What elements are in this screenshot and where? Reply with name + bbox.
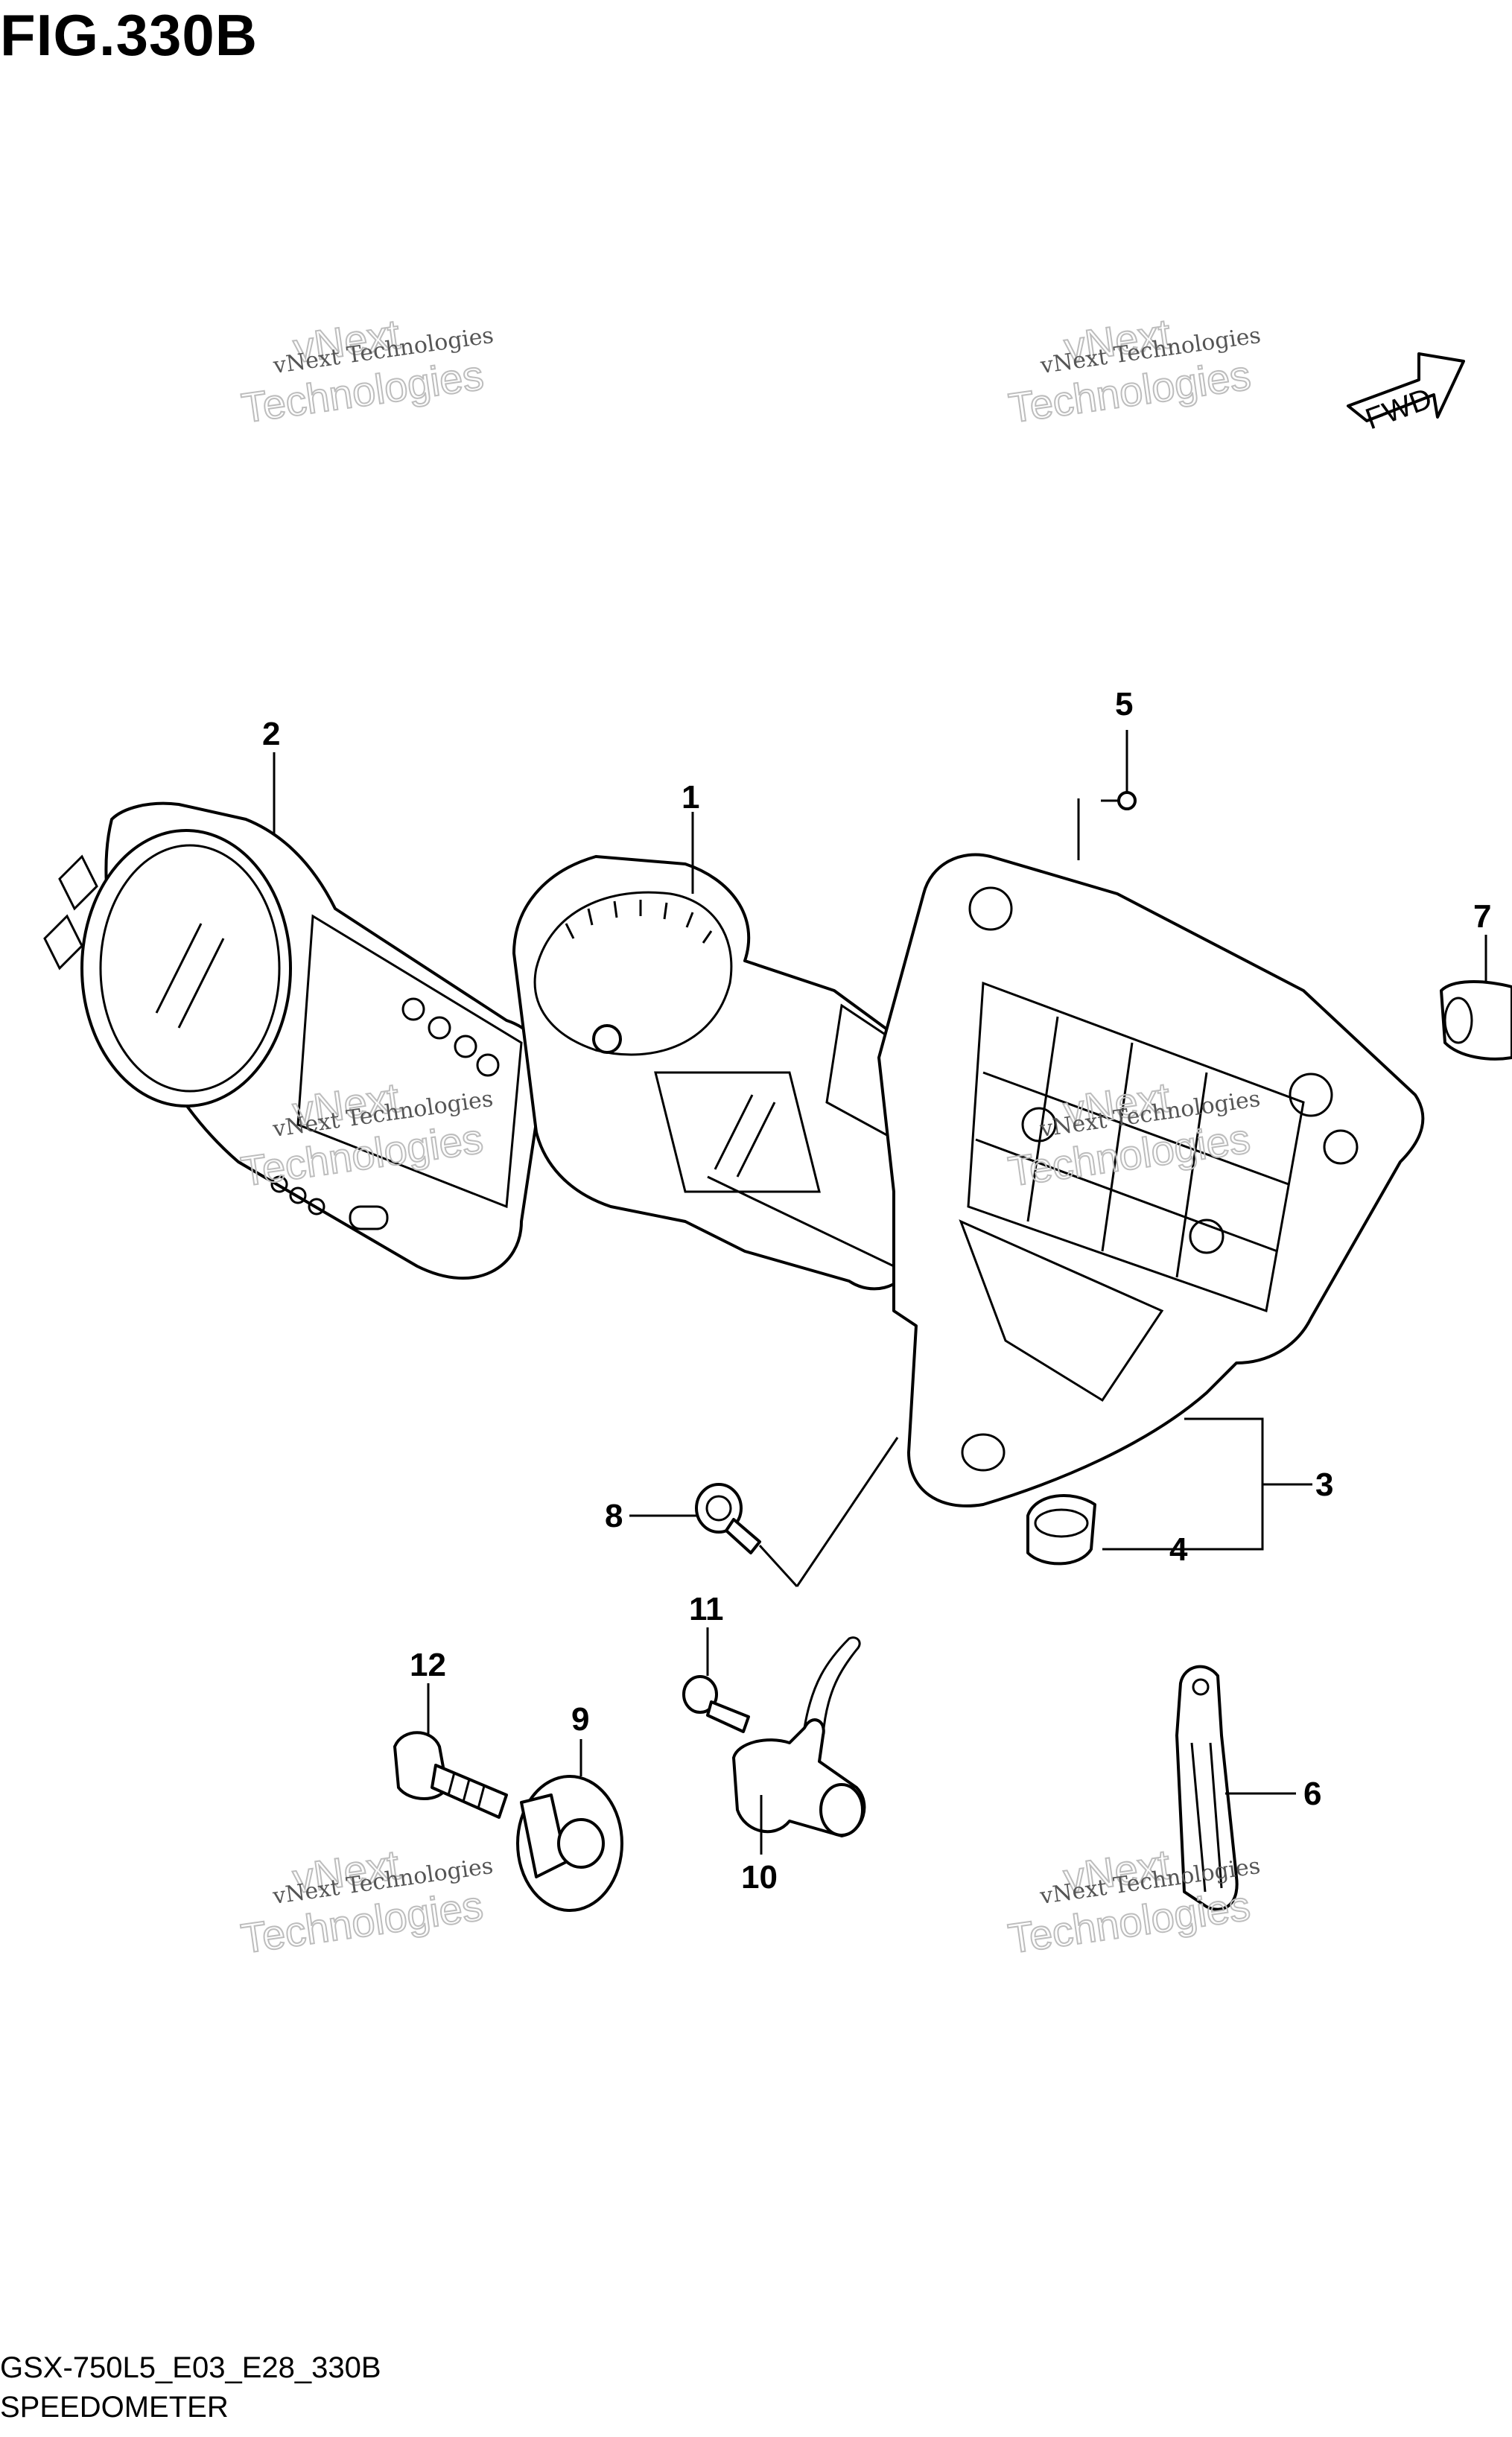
part-2-meter-cover xyxy=(43,801,545,1280)
fwd-arrow-icon: FWD xyxy=(1347,352,1465,436)
part-7-cap xyxy=(1440,980,1512,1061)
leader-lines xyxy=(273,730,1487,1855)
callout-1: 1 xyxy=(682,779,699,816)
watermark-5: vNext Technologies vNext Technologies xyxy=(238,1840,495,1963)
callout-7: 7 xyxy=(1473,898,1491,935)
callout-2: 2 xyxy=(262,716,280,752)
callout-3: 3 xyxy=(1315,1467,1333,1503)
part-6-strap xyxy=(1175,1665,1239,1911)
part-8-bolt xyxy=(695,1483,761,1554)
part-10-sensor xyxy=(732,1636,866,1837)
callout-4: 4 xyxy=(1169,1531,1188,1568)
part-4-grommet xyxy=(1026,1494,1096,1566)
callout-11: 11 xyxy=(689,1591,724,1627)
watermark-1: vNext Technologies vNext Technologies xyxy=(238,310,495,433)
part-11-bolt xyxy=(682,1675,750,1733)
part-3-meter-bracket xyxy=(877,853,1425,1507)
figure-code: GSX-750L5_E03_E28_330B xyxy=(0,2351,381,2384)
callout-8: 8 xyxy=(605,1498,623,1534)
callout-6: 6 xyxy=(1303,1776,1321,1812)
figure-title: FIG.330B xyxy=(0,2,258,68)
callout-12: 12 xyxy=(410,1647,446,1683)
part-5-screw xyxy=(1101,791,1137,810)
callout-5: 5 xyxy=(1115,686,1133,722)
part-9-cushion xyxy=(516,1775,623,1912)
part-12-bolt xyxy=(393,1731,508,1819)
callout-9: 9 xyxy=(571,1701,589,1738)
watermark-2: vNext Technologies vNext Technologies xyxy=(1005,309,1262,433)
figure-name: SPEEDOMETER xyxy=(0,2391,229,2424)
callout-10: 10 xyxy=(741,1859,778,1896)
